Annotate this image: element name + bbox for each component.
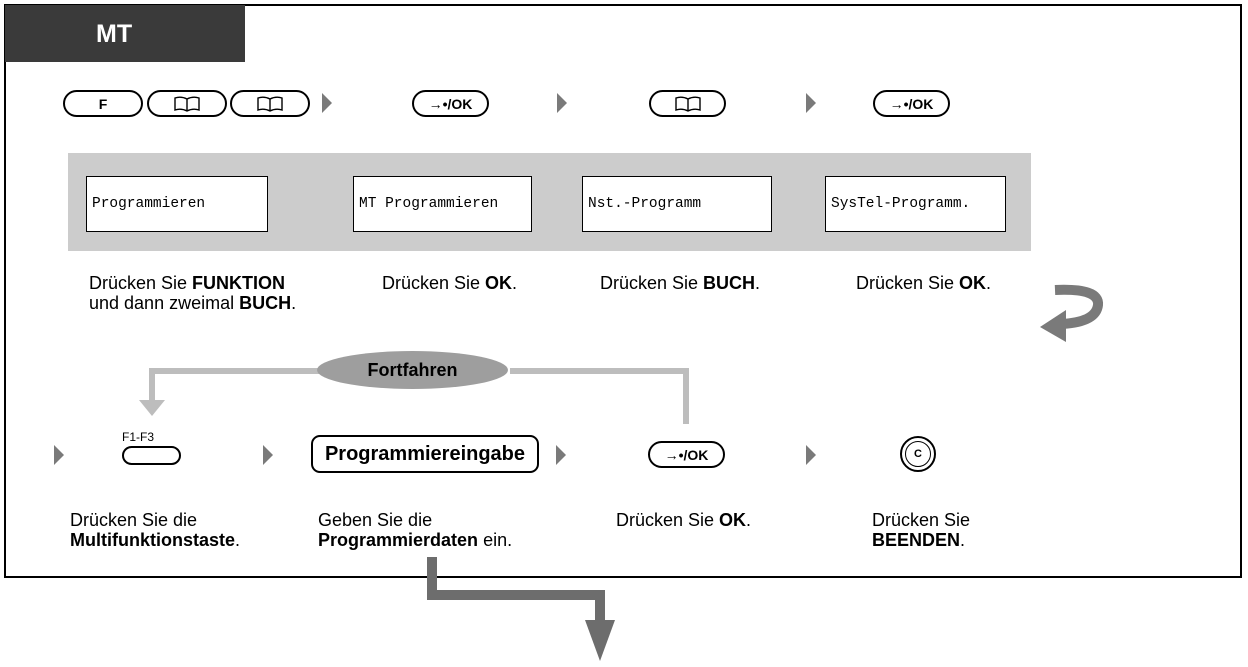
ok-key-3[interactable]: →•/OK <box>648 441 725 468</box>
fortfahren-loop-label: Fortfahren <box>317 351 508 389</box>
step-arrow-icon <box>806 93 816 113</box>
caption-step-4: Drücken Sie OK. <box>856 273 992 293</box>
caption-step-3: Drücken Sie BUCH. <box>600 273 761 293</box>
ok-key-2[interactable]: →•/OK <box>873 90 950 117</box>
function-key[interactable]: F <box>63 90 143 117</box>
caption-step-6: Geben Sie die Programmierdaten ein. <box>318 510 513 550</box>
step-arrow-icon <box>806 445 816 465</box>
tab-label: MT <box>96 20 133 48</box>
display-nst-programm: Nst.-Programm <box>582 176 772 232</box>
display-text: Programmieren <box>92 196 206 212</box>
ok-key-label: →•/OK <box>889 95 934 112</box>
caption-step-1: Drücken Sie FUNKTION und dann zweimal BU… <box>89 273 297 313</box>
display-systel-programm: SysTel-Programm. <box>825 176 1006 232</box>
book-icon <box>257 96 283 112</box>
step-arrow-icon <box>263 445 273 465</box>
procedure-frame <box>4 4 1242 578</box>
programming-entry-box[interactable]: Programmiereingabe <box>311 435 539 473</box>
clear-key[interactable]: C <box>900 436 936 472</box>
multifunction-key-caption: F1-F3 <box>122 430 155 444</box>
display-text: SysTel-Programm. <box>831 196 971 212</box>
book-icon <box>674 96 701 112</box>
clear-key-inner: C <box>905 441 931 467</box>
book-key-2[interactable] <box>230 90 310 117</box>
display-text: MT Programmieren <box>359 196 499 212</box>
mt-tab: MT <box>5 5 245 62</box>
caption-step-5: Drücken Sie die Multifunktionstaste. <box>70 510 241 550</box>
step-arrow-icon <box>54 445 64 465</box>
ok-key-1[interactable]: →•/OK <box>412 90 489 117</box>
wrap-arrow-icon <box>1040 284 1103 342</box>
step-arrow-icon <box>322 93 332 113</box>
book-icon <box>174 96 200 112</box>
loop-label-text: Fortfahren <box>367 359 458 380</box>
caption-step-7: Drücken Sie OK. <box>616 510 752 530</box>
clear-key-label: C <box>914 448 922 460</box>
display-programmieren: Programmieren <box>86 176 268 232</box>
ok-key-label: →•/OK <box>428 95 473 112</box>
multifunction-key[interactable] <box>122 446 181 465</box>
entry-box-label: Programmiereingabe <box>324 442 526 465</box>
ok-key-label: →•/OK <box>664 446 709 463</box>
book-key-1[interactable] <box>147 90 227 117</box>
caption-step-2: Drücken Sie OK. <box>382 273 518 293</box>
step-arrow-icon <box>556 445 566 465</box>
caption-step-8: Drücken Sie BEENDEN. <box>872 510 971 550</box>
display-text: Nst.-Programm <box>588 196 702 212</box>
book-key-3[interactable] <box>649 90 726 117</box>
function-key-label: F <box>98 95 108 112</box>
exit-arrow-icon <box>427 557 615 661</box>
loop-lines <box>139 368 689 424</box>
display-mt-programmieren: MT Programmieren <box>353 176 532 232</box>
step-arrow-icon <box>557 93 567 113</box>
